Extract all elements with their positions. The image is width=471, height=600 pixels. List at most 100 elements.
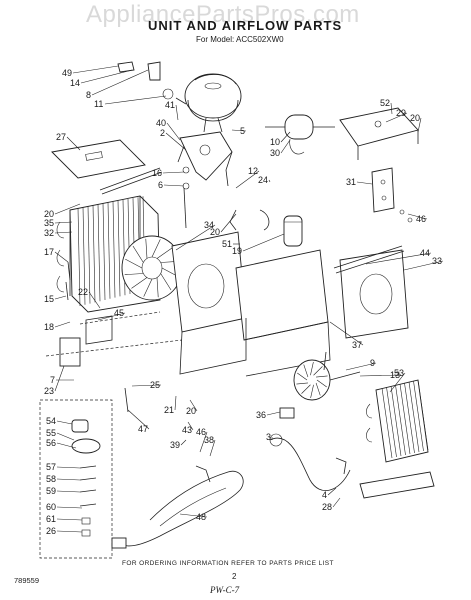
callout-20: 20 — [410, 113, 420, 123]
figure-number: 789559 — [14, 576, 40, 585]
callout-46: 46 — [416, 214, 426, 224]
diagram-title: UNIT AND AIRFLOW PARTS — [148, 18, 343, 33]
wheelspokes-stroke — [124, 273, 144, 275]
condenser-coil — [366, 379, 429, 463]
condspokes-stroke — [313, 366, 323, 376]
callout-11: 11 — [94, 99, 103, 109]
callout-35: 35 — [44, 218, 54, 228]
callout-54: 54 — [46, 416, 56, 426]
leader-line — [179, 513, 208, 518]
callout-44: 44 — [420, 248, 430, 258]
callout-48: 48 — [196, 512, 206, 522]
evapfins-stroke — [97, 204, 101, 302]
leader-line — [266, 411, 281, 416]
leader-line — [403, 260, 444, 271]
condspokes-stroke — [316, 375, 328, 378]
leader-line — [407, 213, 428, 220]
callout-58: 58 — [46, 474, 56, 484]
callout-4: 4 — [322, 490, 327, 500]
leader-line — [180, 439, 187, 446]
condfins-stroke — [399, 383, 411, 455]
condfins-stroke — [395, 384, 406, 456]
leader-line — [80, 69, 133, 84]
wheelspokes-stroke — [145, 238, 148, 259]
leader-line — [280, 139, 291, 154]
callout-9: 9 — [370, 358, 375, 368]
leader-line — [97, 312, 126, 321]
wheelspokes-stroke — [131, 277, 148, 289]
leader-line — [91, 69, 149, 96]
hardware-chain — [117, 61, 187, 105]
condfins-stroke — [404, 382, 415, 454]
condfins-stroke — [386, 386, 397, 458]
leader-line — [385, 112, 408, 123]
callout-24: 24 — [258, 175, 268, 185]
leader-line — [235, 170, 260, 189]
compressor — [184, 73, 242, 133]
callout-55: 55 — [46, 428, 56, 438]
evapfins-stroke — [92, 205, 96, 303]
condspokes-stroke — [301, 384, 311, 394]
leader-line — [175, 224, 216, 251]
leader-line — [231, 129, 247, 132]
callout-41: 41 — [165, 100, 175, 110]
callout-14: 14 — [70, 78, 80, 88]
condfins-stroke — [417, 379, 429, 451]
callout-60: 60 — [46, 502, 56, 512]
model-subtitle: For Model: ACC502XW0 — [196, 35, 284, 44]
leader-line — [131, 384, 162, 387]
callout-32: 32 — [44, 228, 54, 238]
evapfins-stroke — [102, 203, 106, 301]
callout-39: 39 — [170, 440, 180, 450]
callout-29: 29 — [396, 108, 406, 118]
condspokes-stroke — [310, 384, 314, 398]
condenser-shroud — [333, 245, 409, 339]
callout-21: 21 — [164, 405, 174, 415]
motor-bracket — [339, 107, 419, 160]
condfins-stroke — [381, 387, 393, 459]
refrigerant-tubing — [269, 407, 351, 491]
leader-line — [162, 171, 185, 174]
leader-line — [390, 102, 393, 115]
callout-46: 46 — [196, 427, 206, 437]
evapfins-stroke — [87, 206, 91, 304]
callout-28: 28 — [322, 502, 332, 512]
condspokes-stroke — [297, 372, 308, 381]
leader-line — [174, 395, 177, 411]
wheelspokes-stroke — [160, 273, 172, 291]
condspokes-stroke — [315, 382, 321, 396]
leader-line — [54, 295, 67, 300]
callout-59: 59 — [46, 486, 56, 496]
leader-line — [189, 399, 198, 412]
callout-38: 38 — [204, 435, 214, 445]
callout-52: 52 — [380, 98, 390, 108]
capacitor — [283, 215, 303, 247]
leader-line — [268, 179, 271, 183]
callout-3: 3 — [266, 432, 271, 442]
condenser-fan — [293, 359, 361, 401]
control-parts — [71, 419, 101, 537]
callout-57: 57 — [46, 462, 56, 472]
callout-19: 19 — [232, 246, 242, 256]
wheelspokes-stroke — [125, 258, 143, 269]
leader-line — [56, 432, 75, 441]
leader-line — [345, 362, 377, 371]
leader-line — [187, 421, 194, 431]
leader-line — [72, 65, 119, 74]
callout-36: 36 — [256, 410, 266, 420]
condspokes-stroke — [316, 379, 327, 388]
evapfins-stroke — [112, 201, 116, 298]
top-cover — [51, 139, 146, 179]
control-box — [45, 311, 183, 367]
wire-harness — [111, 470, 244, 549]
leader-line — [332, 497, 341, 508]
leader-line — [54, 365, 65, 392]
wheelspokes-stroke — [132, 245, 144, 263]
wheelspokes-stroke — [156, 247, 173, 259]
callout-33: 33 — [432, 256, 442, 266]
callout-26: 26 — [46, 526, 56, 536]
callout-16: 16 — [152, 168, 162, 178]
leader-line — [56, 478, 81, 481]
evapfins-stroke — [77, 207, 81, 307]
drain-tray — [359, 471, 435, 499]
